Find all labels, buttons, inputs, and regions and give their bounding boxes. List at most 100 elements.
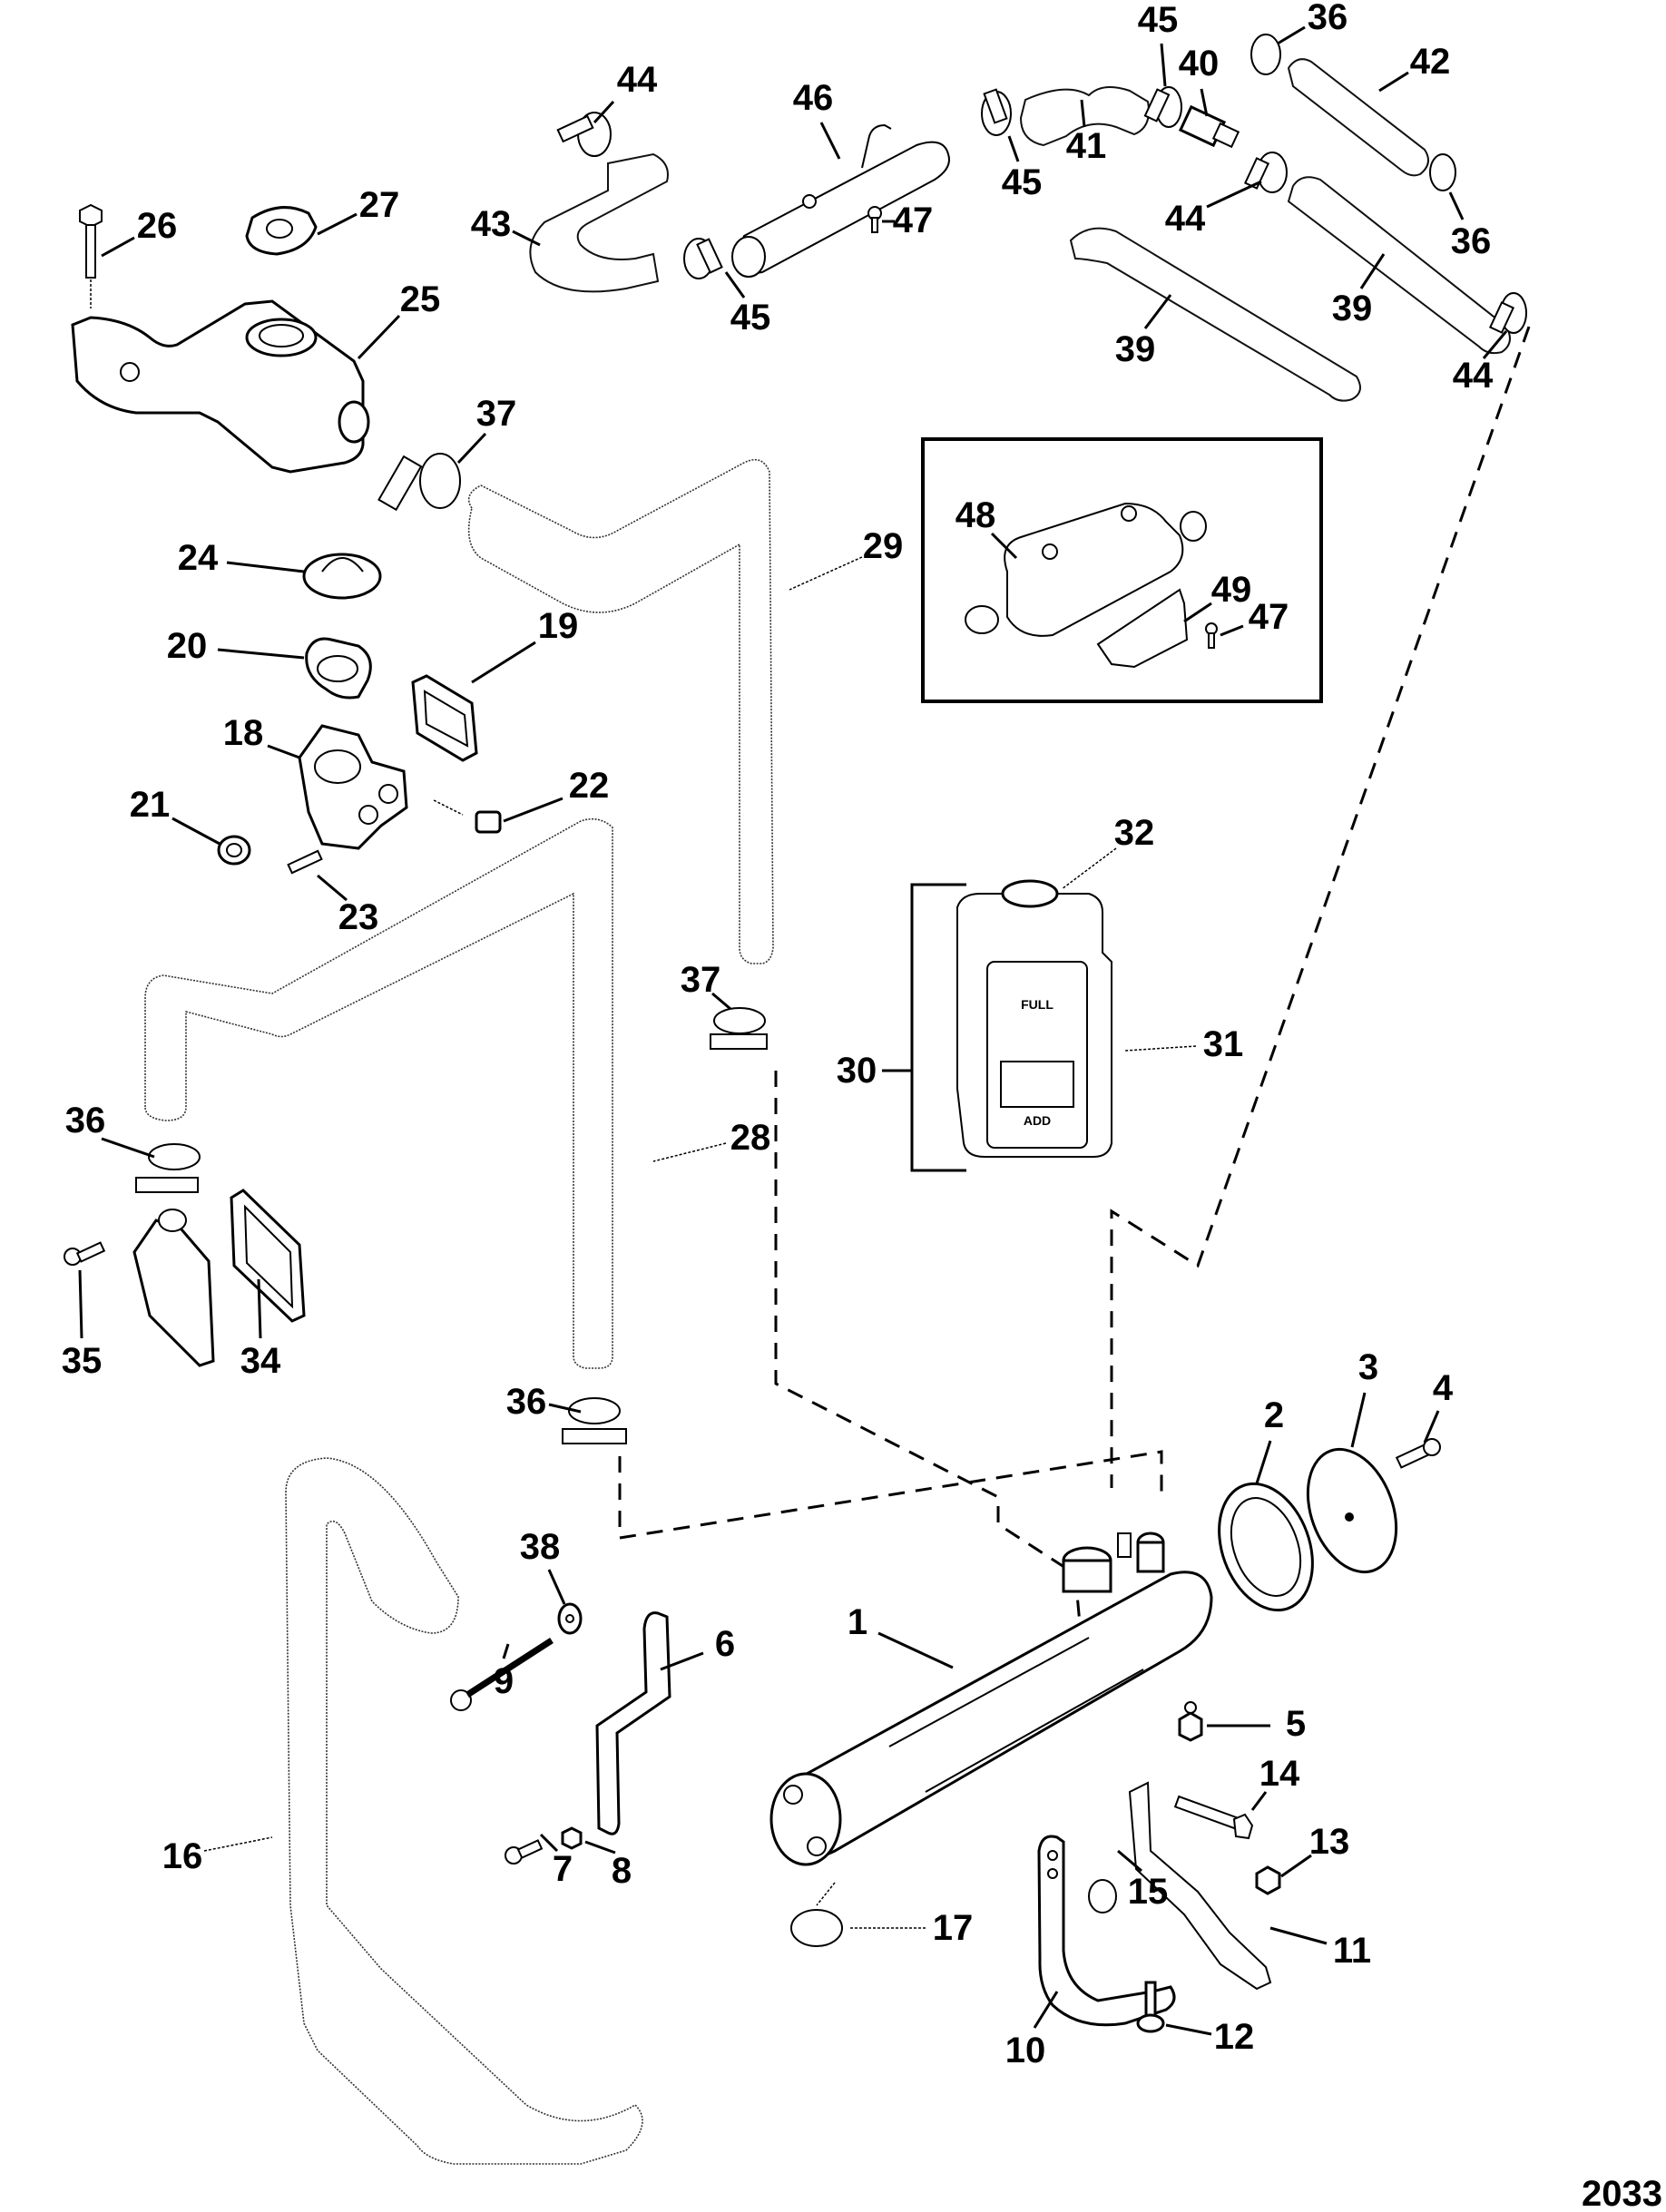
leader-line xyxy=(1350,1392,1367,1448)
leader-line xyxy=(1482,330,1508,359)
callout-number: 36 xyxy=(506,1382,547,1422)
leader-line xyxy=(547,1569,566,1605)
callout-36a: 36 xyxy=(1277,0,1348,45)
leader-line xyxy=(357,314,401,360)
part-hose-clamp-44a xyxy=(556,112,612,157)
leader-line xyxy=(101,236,135,258)
part-end-cap-3 xyxy=(1306,1447,1398,1574)
callout-number: 15 xyxy=(1128,1872,1169,1912)
callout-number: 19 xyxy=(538,606,579,646)
callout-46: 46 xyxy=(793,78,841,160)
leader-line xyxy=(1378,71,1409,93)
leader-line xyxy=(1143,294,1172,329)
leader-line xyxy=(502,1643,510,1659)
part-hose-39a xyxy=(1287,176,1511,355)
assembly-path-44c xyxy=(1110,326,1531,1488)
callout-25: 25 xyxy=(357,279,441,360)
callout-15: 15 xyxy=(1117,1849,1169,1912)
callout-number: 32 xyxy=(1114,813,1155,853)
part-hose-39b xyxy=(1069,227,1361,402)
callout-47b: 47 xyxy=(1220,597,1289,637)
leader-line xyxy=(660,1651,704,1671)
part-hose-clamp-36c xyxy=(135,1143,201,1193)
callout-number: 12 xyxy=(1214,2017,1255,2057)
callout-32: 32 xyxy=(1061,813,1155,890)
callout-20: 20 xyxy=(167,626,305,666)
part-gasket-20 xyxy=(305,637,372,700)
callout-17: 17 xyxy=(848,1908,973,1948)
callout-number: 35 xyxy=(62,1341,103,1381)
leader-line xyxy=(724,271,746,299)
reservoir-add-mark: ADD xyxy=(1024,1113,1051,1128)
callout-11: 11 xyxy=(1269,1926,1371,1971)
callout-9: 9 xyxy=(494,1643,514,1701)
callout-number: 13 xyxy=(1309,1822,1350,1862)
callout-number: 23 xyxy=(338,897,379,937)
leader-line xyxy=(172,817,220,846)
part-hose-clamp-36d xyxy=(562,1397,627,1444)
callout-number: 6 xyxy=(715,1624,735,1664)
reservoir-kit-bracket-30 xyxy=(910,883,966,1172)
callout-number: 11 xyxy=(1333,1931,1371,1971)
part-hose-clamp-37a xyxy=(377,453,461,512)
leader-line xyxy=(257,1278,262,1339)
callout-number: 20 xyxy=(167,626,208,666)
callout-10: 10 xyxy=(1005,1991,1059,2070)
leader-line xyxy=(512,230,541,247)
part-bolt-9 xyxy=(450,1638,554,1711)
leader-line xyxy=(1007,135,1020,162)
leader-line xyxy=(1423,1410,1440,1444)
part-hose-clamp-44b xyxy=(1243,152,1288,193)
part-thermostat-housing-18 xyxy=(298,724,408,850)
leader-line xyxy=(1277,25,1306,45)
leader-line xyxy=(1183,602,1212,623)
callout-number: 5 xyxy=(1286,1704,1306,1744)
part-hose-43 xyxy=(529,152,669,293)
part-cooler-48 xyxy=(965,502,1207,637)
callout-number: 2 xyxy=(1264,1395,1284,1435)
leader-line xyxy=(593,100,615,124)
part-screw-47a xyxy=(867,206,882,233)
part-bracket-6 xyxy=(595,1611,671,1835)
leader-line xyxy=(226,561,305,573)
part-strap-10 xyxy=(1037,1835,1176,2027)
callout-45b: 45 xyxy=(1002,135,1042,202)
part-cap-32 xyxy=(1001,879,1059,908)
callout-49: 49 xyxy=(1183,570,1251,623)
part-hose-clamp-36b xyxy=(1429,153,1456,191)
part-nut-8 xyxy=(561,1826,583,1850)
callout-27: 27 xyxy=(317,185,399,236)
leader-line xyxy=(78,1269,83,1339)
callout-48: 48 xyxy=(956,495,1018,560)
leader-line xyxy=(548,1403,582,1414)
leader-line xyxy=(1206,180,1262,209)
callout-34: 34 xyxy=(240,1278,281,1381)
part-hose-29 xyxy=(467,458,774,964)
part-gasket-19 xyxy=(411,674,478,762)
part-bolt-14 xyxy=(1173,1795,1254,1840)
part-coolant-tank-25 xyxy=(71,299,370,474)
leader-line xyxy=(1124,1045,1197,1052)
leader-line xyxy=(1080,99,1086,128)
part-drain-plug-5 xyxy=(1178,1701,1203,1742)
callout-31: 31 xyxy=(1124,1024,1243,1064)
part-bolt-26 xyxy=(79,203,103,308)
part-hose-clamp-44c xyxy=(1488,292,1527,334)
leader-line xyxy=(267,744,300,759)
callout-number: 9 xyxy=(494,1661,514,1701)
callout-number: 38 xyxy=(520,1527,561,1567)
callout-number: 25 xyxy=(400,279,441,319)
callout-number: 45 xyxy=(1138,0,1179,40)
part-washer-38 xyxy=(557,1602,583,1635)
part-reservoir-31: FULL ADD xyxy=(956,893,1112,1158)
leader-line xyxy=(317,212,358,236)
callout-5: 5 xyxy=(1207,1704,1306,1744)
callout-number: 36 xyxy=(1451,221,1492,261)
callout-45a: 45 xyxy=(1138,0,1179,87)
leader-line xyxy=(711,992,731,1011)
callout-47a: 47 xyxy=(882,201,933,240)
leader-line xyxy=(1220,624,1244,637)
callout-44b: 44 xyxy=(1165,180,1262,239)
callout-number: 36 xyxy=(65,1101,106,1140)
callout-number: 37 xyxy=(681,960,721,1000)
